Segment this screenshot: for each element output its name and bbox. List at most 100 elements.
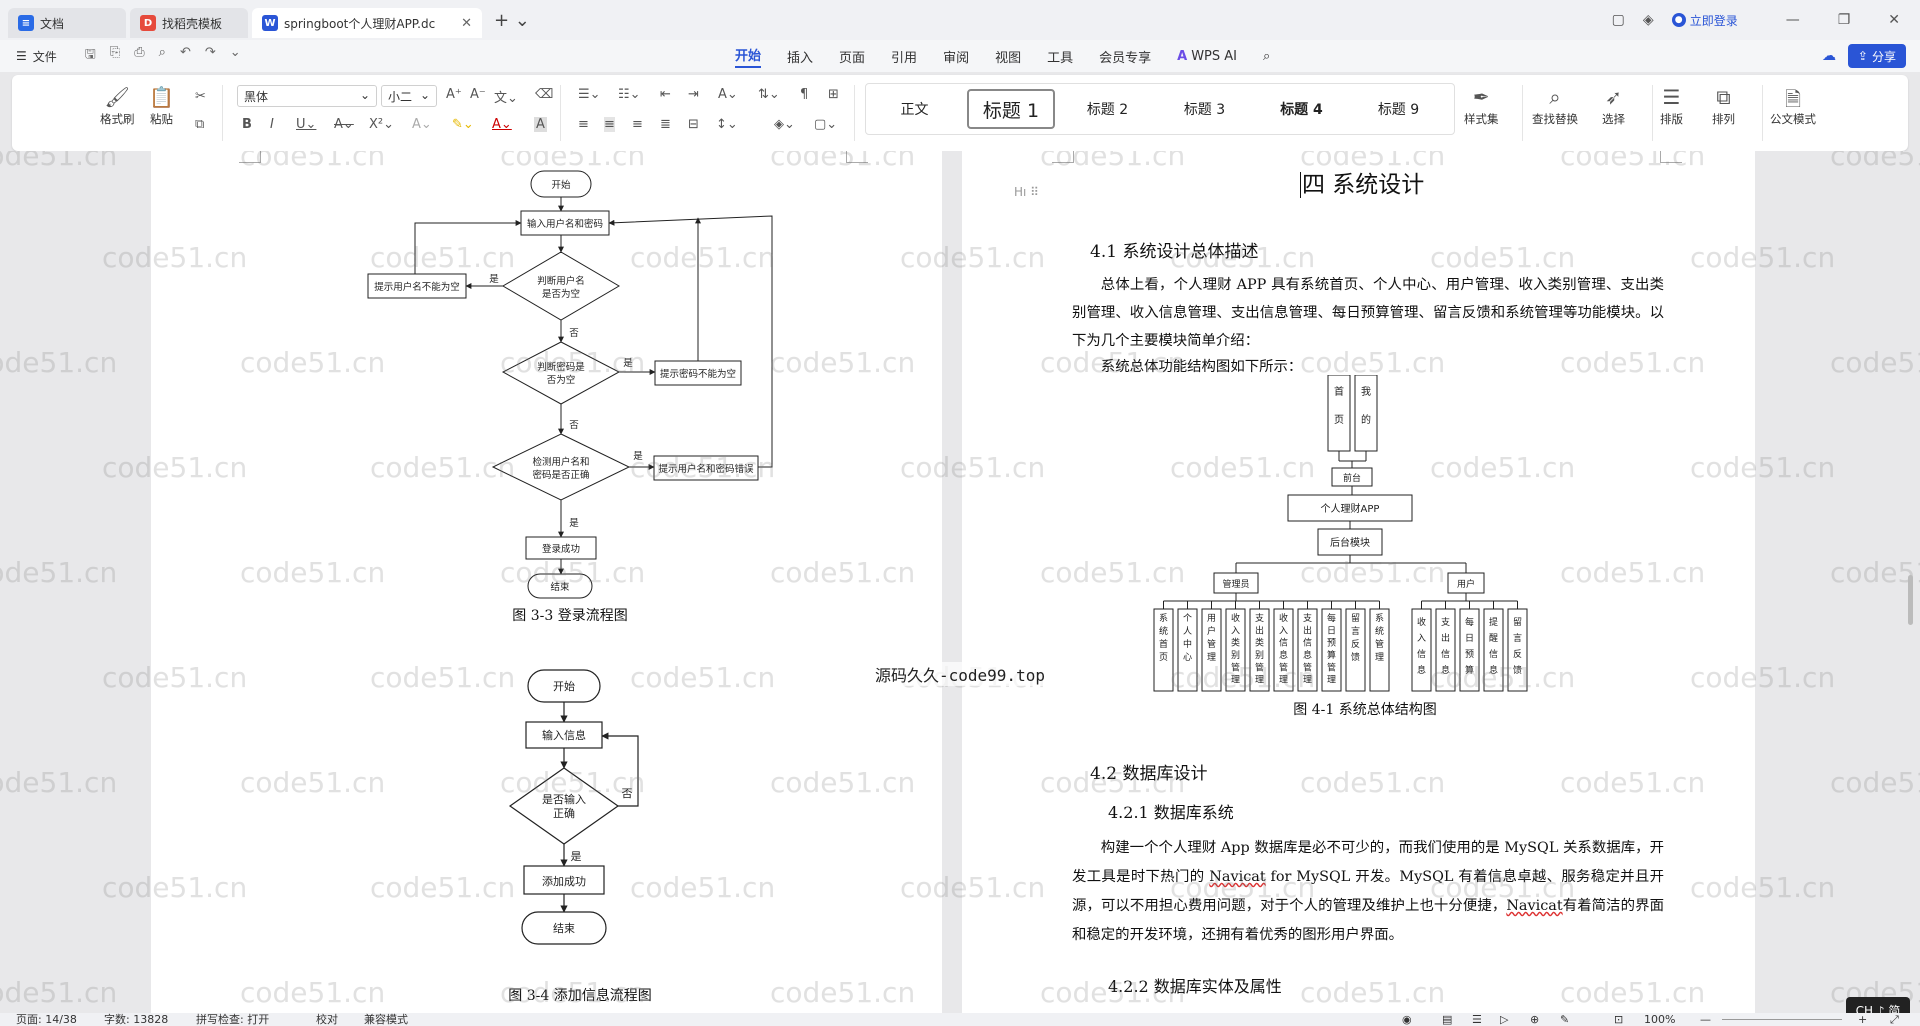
zoom-slider[interactable]: [1722, 1019, 1842, 1020]
arrange-button[interactable]: ⧉ 排列: [1712, 85, 1735, 127]
clear-format-icon[interactable]: ⌫: [535, 87, 554, 102]
zoom-out-icon[interactable]: —: [1700, 1013, 1711, 1026]
page-count[interactable]: 页面: 14/38: [16, 1013, 77, 1026]
zoom-level[interactable]: 100%: [1644, 1013, 1676, 1026]
page-right[interactable]: Hı ⠿: [962, 151, 1755, 1013]
official-mode-button[interactable]: 🗎 公文模式: [1770, 85, 1816, 127]
text-effect-icon[interactable]: A⌄: [412, 117, 432, 132]
text-direction-icon[interactable]: A⌄: [718, 87, 738, 102]
restore-icon[interactable]: ❐: [1837, 12, 1851, 28]
shading-icon[interactable]: ◈⌄: [774, 117, 795, 132]
zoom-in-icon[interactable]: +: [1858, 1013, 1868, 1026]
char-shading-icon[interactable]: A: [534, 117, 547, 132]
paste-button[interactable]: 📋 粘贴: [149, 85, 174, 127]
menu-page[interactable]: 页面: [839, 50, 866, 66]
find-replace-button[interactable]: ⌕ 查找替换: [1532, 85, 1578, 127]
login-button[interactable]: ● 立即登录: [1671, 12, 1738, 29]
document-area[interactable]: Hı ⠿: [0, 151, 1920, 1013]
menu-references[interactable]: 引用: [891, 50, 918, 66]
print-icon[interactable]: ⎙: [134, 45, 145, 60]
print-preview-icon[interactable]: ⌕: [158, 45, 166, 60]
redo-icon[interactable]: ↷: [204, 45, 216, 60]
outline-view-icon[interactable]: ☰: [1472, 1013, 1482, 1026]
menu-review[interactable]: 审阅: [943, 50, 970, 66]
bold-icon[interactable]: B: [242, 117, 252, 132]
style-set-button[interactable]: ✒ 样式集: [1464, 85, 1499, 127]
cloud-upload-icon[interactable]: ☁: [1822, 48, 1836, 64]
underline-icon[interactable]: U⌄: [296, 117, 317, 132]
vertical-scrollbar[interactable]: [1908, 575, 1913, 625]
ime-indicator[interactable]: CH ♪ 简: [1846, 997, 1910, 1013]
copy-icon[interactable]: ⧉: [195, 117, 205, 132]
numbered-list-icon[interactable]: ☷⌄: [618, 87, 641, 102]
cut-icon[interactable]: ✂: [195, 89, 206, 104]
spelling-error[interactable]: Navicat: [1506, 898, 1563, 914]
shrink-font-icon[interactable]: A⁻: [470, 87, 486, 102]
spell-check[interactable]: 拼写检查: 打开: [196, 1013, 270, 1026]
cube-icon[interactable]: ◈: [1642, 12, 1654, 28]
word-count[interactable]: 字数: 13828: [104, 1013, 169, 1026]
chevron-down-icon[interactable]: ⌄: [229, 45, 241, 60]
chapter-title[interactable]: 四 系统设计: [1300, 165, 1425, 199]
distributed-icon[interactable]: ⊟: [688, 117, 699, 132]
line-spacing-icon[interactable]: ↕⌄: [716, 117, 738, 132]
tab-docer[interactable]: D 找稻壳模板: [130, 8, 248, 38]
close-window-icon[interactable]: ✕: [1888, 12, 1900, 28]
font-name-select[interactable]: 黑体 ⌄: [237, 85, 377, 107]
style-heading-9[interactable]: 标题 9: [1377, 102, 1420, 118]
decrease-indent-icon[interactable]: ⇤: [660, 87, 671, 102]
style-normal[interactable]: 正文: [900, 102, 929, 118]
highlight-icon[interactable]: ✎⌄: [452, 117, 474, 132]
undo-icon[interactable]: ↶: [179, 45, 191, 60]
phonetic-icon[interactable]: 文⌄: [494, 91, 518, 106]
spelling-error[interactable]: Navicat: [1209, 869, 1266, 885]
menu-tools[interactable]: 工具: [1047, 50, 1074, 66]
file-menu[interactable]: ☰ 文件: [16, 48, 57, 65]
export-icon[interactable]: ⎘: [109, 45, 121, 60]
format-painter-button[interactable]: 🖌 格式刷: [100, 85, 135, 127]
show-marks-icon[interactable]: ¶: [800, 87, 809, 102]
table-border-icon[interactable]: ⊞: [828, 87, 839, 102]
align-left-icon[interactable]: ≡: [578, 117, 589, 132]
superscript-icon[interactable]: X²⌄: [369, 117, 395, 132]
style-heading-3[interactable]: 标题 3: [1183, 102, 1226, 118]
close-tab-icon[interactable]: ✕: [461, 15, 472, 31]
style-heading-4[interactable]: 标题 4: [1280, 102, 1323, 118]
new-tab-icon[interactable]: + ⌄: [494, 9, 530, 31]
style-heading-1[interactable]: 标题 1: [967, 89, 1055, 129]
strikethrough-icon[interactable]: A⌄: [334, 117, 354, 132]
italic-icon[interactable]: I: [270, 117, 274, 132]
wps-ai-button[interactable]: A WPS AI: [1177, 49, 1237, 64]
save-icon[interactable]: 🖫: [84, 47, 96, 62]
pen-icon[interactable]: ✎: [1560, 1013, 1570, 1026]
border-icon[interactable]: ▢⌄: [814, 117, 838, 132]
window-layout-icon[interactable]: ▢: [1611, 12, 1625, 28]
sort-icon[interactable]: ⇅⌄: [758, 87, 780, 102]
menu-view[interactable]: 视图: [995, 50, 1022, 66]
fit-page-icon[interactable]: ⊡: [1614, 1013, 1624, 1026]
style-heading-2[interactable]: 标题 2: [1086, 102, 1129, 118]
align-center-icon[interactable]: ≡: [604, 117, 615, 132]
page-view-icon[interactable]: ▤: [1442, 1013, 1453, 1026]
menu-home[interactable]: 开始: [735, 45, 762, 68]
layout-button[interactable]: ☰ 排版: [1660, 85, 1683, 127]
web-view-icon[interactable]: ⊕: [1530, 1013, 1540, 1026]
minimize-icon[interactable]: —: [1785, 12, 1800, 28]
font-color-icon[interactable]: A⌄: [492, 117, 512, 132]
heading-handle-icon[interactable]: Hı ⠿: [1014, 185, 1039, 199]
tab-document[interactable]: W springboot个人理财APP.dc ✕: [252, 8, 482, 38]
grow-font-icon[interactable]: A⁺: [446, 87, 462, 102]
page-left[interactable]: [151, 151, 942, 1013]
justify-icon[interactable]: ≣: [660, 117, 671, 132]
search-icon[interactable]: ⌕: [1263, 48, 1271, 64]
menu-insert[interactable]: 插入: [787, 50, 814, 66]
share-button[interactable]: ⇪ 分享: [1847, 44, 1906, 68]
align-right-icon[interactable]: ≡: [632, 117, 643, 132]
increase-indent-icon[interactable]: ⇥: [688, 87, 699, 102]
play-icon[interactable]: ▷: [1500, 1013, 1509, 1026]
bullet-list-icon[interactable]: ☰⌄: [578, 87, 601, 102]
proofread[interactable]: 校对: [316, 1013, 338, 1026]
select-button[interactable]: ➶ 选择: [1602, 85, 1625, 127]
tab-docs[interactable]: ≡ 文档: [8, 8, 126, 38]
menu-member[interactable]: 会员专享: [1099, 50, 1152, 66]
